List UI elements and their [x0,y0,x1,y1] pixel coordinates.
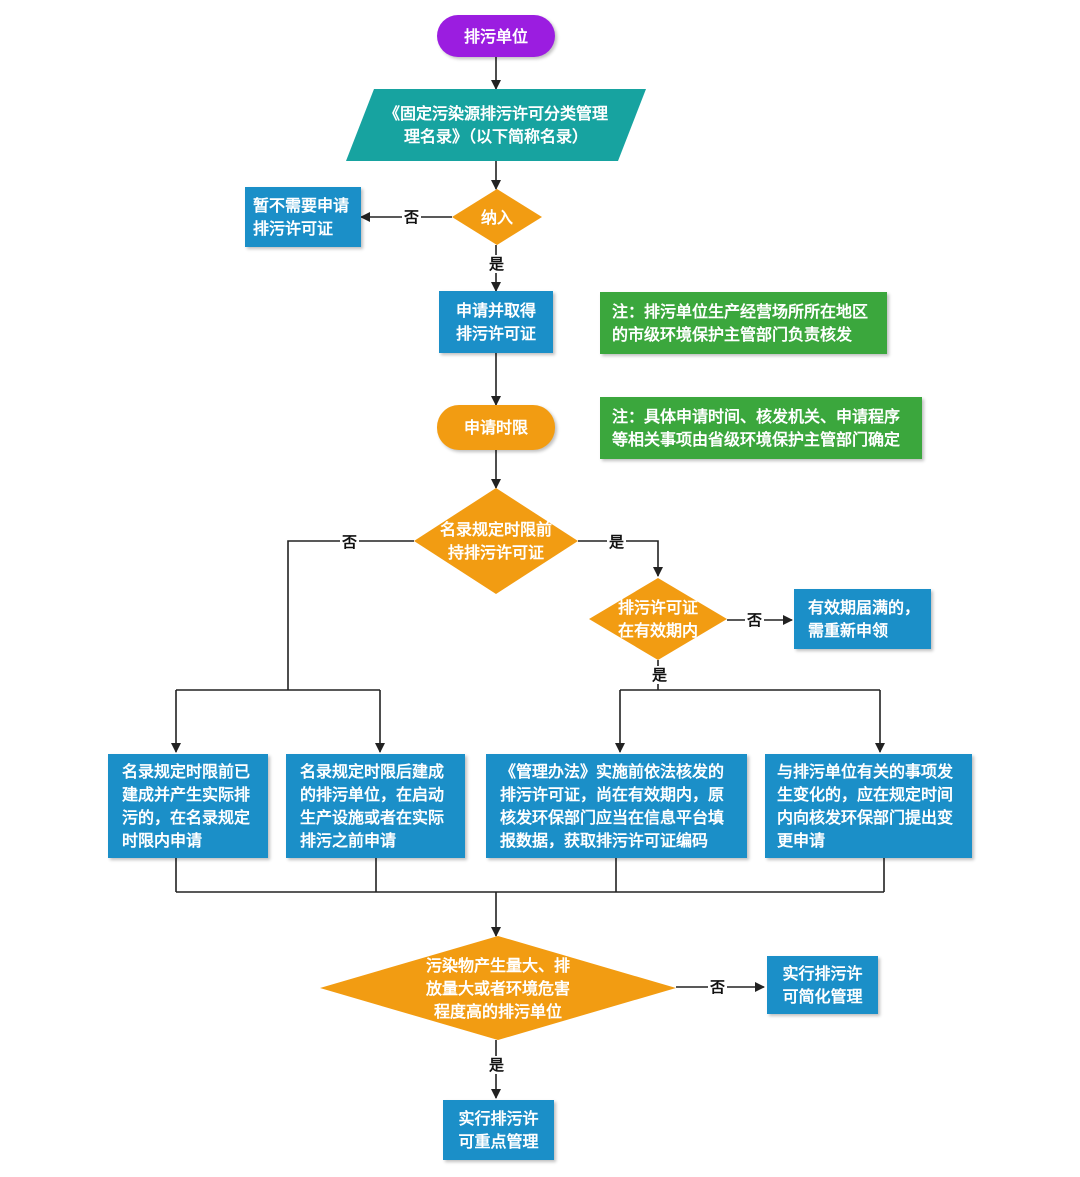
box-built-after: 名录规定时限后建成 的排污单位，在启动 生产设施或者在实际 排污之前申请 [286,754,465,858]
time-limit-node: 申请时限 [437,405,555,450]
note2-box: 注：具体申请时间、核发机关、申请程序 等相关事项由省级环境保护主管部门确定 [600,397,922,459]
apply-obtain-box: 申请并取得 排污许可证 [439,291,553,353]
label-hold-yes: 是 [607,533,627,551]
no-need-box: 暂不需要申请 排污许可证 [245,187,361,247]
label-high-yes: 是 [487,1056,507,1074]
box-management-measures: 《管理办法》实施前依法核发的 排污许可证，尚在有效期内，原 核发环保部门应当在信… [486,754,747,858]
label-high-no: 否 [708,978,728,996]
directory-node: 《固定污染源排污许可分类管理 理名录》（以下简称名录） [346,89,646,161]
label-valid-no: 否 [745,611,765,629]
note1-box: 注：排污单位生产经营场所所在地区 的市级环境保护主管部门负责核发 [600,292,887,354]
start-node: 排污单位 [437,15,555,57]
edge-hold-yes [578,540,663,577]
simplified-mgmt-box: 实行排污许 可简化管理 [767,956,878,1014]
high-pollution-decision: 污染物产生量大、排 放量大或者环境危害 程度高的排污单位 [320,936,676,1040]
label-valid-yes: 是 [650,666,670,684]
valid-period-decision: 排污许可证 在有效期内 [589,578,727,660]
include-decision: 纳入 [452,189,542,245]
key-mgmt-box: 实行排污许 可重点管理 [443,1100,554,1160]
label-include-yes: 是 [487,255,507,273]
edge-hold-no [287,540,414,690]
hold-before-decision: 名录规定时限前 持排污许可证 [414,488,578,594]
label-include-no: 否 [402,208,422,226]
label-hold-no: 否 [340,533,360,551]
box-built-before: 名录规定时限前已 建成并产生实际排 污的，在名录规定 时限内申请 [108,754,268,858]
box-change-application: 与排污单位有关的事项发 生变化的，应在规定时间 内向核发环保部门提出变 更申请 [765,754,972,858]
expired-box: 有效期届满的， 需重新申领 [794,589,931,649]
